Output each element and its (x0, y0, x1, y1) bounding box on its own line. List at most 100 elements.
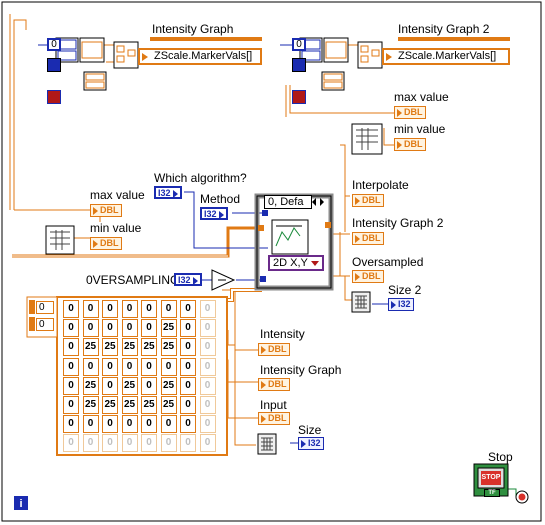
oversampling-control[interactable]: I32 (174, 273, 202, 286)
array-size-node[interactable] (257, 433, 277, 455)
array-cell[interactable]: 0 (63, 319, 79, 338)
array-cell[interactable]: 0 (199, 376, 216, 395)
array-cell[interactable]: 0 (199, 338, 216, 357)
case-selector-arrows[interactable] (312, 198, 324, 206)
array-cell[interactable]: 0 (199, 434, 216, 453)
array-cell[interactable]: 0 (160, 434, 177, 453)
array-cell[interactable]: 0 (102, 376, 118, 395)
right-bundle-node[interactable] (299, 37, 349, 63)
array-index-top[interactable]: 0 (36, 301, 54, 314)
array-cell[interactable]: 0 (180, 415, 196, 434)
array-cell[interactable]: 0 (82, 415, 99, 434)
intensity-graph-indicator[interactable]: DBL (258, 378, 290, 391)
array-cell[interactable]: 0 (102, 300, 118, 318)
array-subset-node-left[interactable] (45, 225, 75, 255)
array-cell[interactable]: 0 (121, 357, 138, 376)
left-color-constant-blue[interactable] (47, 58, 61, 72)
array-cell[interactable]: 0 (141, 434, 157, 453)
right-min-value-indicator[interactable]: DBL (394, 138, 426, 151)
array-cell[interactable]: 0 (102, 434, 118, 453)
array-cell[interactable]: 0 (63, 415, 79, 434)
array-cell[interactable]: 0 (141, 376, 157, 395)
input-indicator[interactable]: DBL (258, 412, 290, 425)
array-cell[interactable]: 0 (199, 396, 216, 414)
array-cell[interactable]: 0 (82, 357, 99, 376)
left-max-value-indicator[interactable]: DBL (90, 204, 122, 217)
array-cell[interactable]: 25 (160, 376, 177, 395)
intensity-indicator[interactable]: DBL (258, 343, 290, 356)
left-property-node[interactable]: ZScale.MarkerVals[] (138, 48, 262, 65)
array-cell[interactable]: 0 (180, 300, 196, 318)
right-zero-constant[interactable]: 0 (292, 38, 306, 51)
array-cell[interactable]: 0 (141, 300, 157, 318)
array-cell[interactable]: 0 (121, 434, 138, 453)
stop-tf-terminal[interactable]: TF (484, 489, 500, 497)
left-color-constant-red[interactable] (47, 90, 61, 104)
intensity-graph-terminal-icon[interactable] (150, 37, 262, 41)
array-cell[interactable]: 0 (160, 300, 177, 318)
array-cell[interactable]: 0 (180, 319, 196, 338)
intensity-graph-2-terminal-icon[interactable] (398, 37, 510, 41)
array-cell[interactable]: 0 (102, 357, 118, 376)
array-cell[interactable]: 0 (180, 396, 196, 414)
right-build-array-node[interactable] (357, 41, 383, 69)
size-indicator[interactable]: I32 (298, 437, 324, 450)
array-cell[interactable]: 0 (121, 319, 138, 338)
array-cell[interactable]: 0 (63, 396, 79, 414)
array-cell[interactable]: 25 (141, 338, 157, 357)
array-cell[interactable]: 0 (63, 357, 79, 376)
array-cell[interactable]: 0 (121, 415, 138, 434)
array-subset-node-right[interactable] (351, 123, 383, 155)
array-cell[interactable]: 25 (82, 376, 99, 395)
array-cell[interactable]: 0 (63, 434, 79, 453)
array-index-bottom[interactable]: 0 (36, 318, 54, 331)
left-zero-constant[interactable]: 0 (47, 38, 61, 51)
array-cell[interactable]: 0 (180, 434, 196, 453)
array-cell[interactable]: 0 (199, 319, 216, 338)
array-cell[interactable]: 25 (82, 396, 99, 414)
right-max-value-indicator[interactable]: DBL (394, 106, 426, 119)
array-cell[interactable]: 0 (180, 376, 196, 395)
method-control[interactable]: I32 (200, 207, 228, 220)
subtract-node[interactable] (211, 269, 236, 291)
array-cell[interactable]: 25 (121, 396, 138, 414)
array-cell[interactable]: 0 (141, 319, 157, 338)
array-cell[interactable]: 0 (160, 415, 177, 434)
array-cell[interactable]: 25 (82, 338, 99, 357)
array-cell[interactable]: 25 (160, 338, 177, 357)
right-color-constant-blue[interactable] (292, 58, 306, 72)
array-cell[interactable]: 0 (199, 300, 216, 318)
array-cell[interactable]: 0 (141, 415, 157, 434)
left-bundle-node-2[interactable] (83, 71, 107, 91)
array-size-node-2[interactable] (351, 291, 371, 313)
array-cell[interactable]: 0 (180, 357, 196, 376)
array-cell[interactable]: 25 (102, 396, 118, 414)
left-bundle-node[interactable] (55, 37, 105, 63)
stop-button[interactable]: STOP (481, 471, 501, 485)
array-cell[interactable]: 25 (160, 396, 177, 414)
left-build-array-node[interactable] (113, 41, 139, 69)
array-cell[interactable]: 0 (63, 300, 79, 318)
which-algorithm-control[interactable]: I32 (154, 186, 182, 199)
array-cell[interactable]: 0 (82, 300, 99, 318)
array-cell[interactable]: 0 (102, 319, 118, 338)
array-cell[interactable]: 0 (82, 434, 99, 453)
array-cell[interactable]: 0 (160, 357, 177, 376)
array-cell[interactable]: 0 (82, 319, 99, 338)
interpolation-subvi[interactable] (271, 219, 309, 255)
array-cell[interactable]: 0 (199, 357, 216, 376)
array-cell[interactable]: 25 (121, 338, 138, 357)
array-cell[interactable]: 25 (160, 319, 177, 338)
array-cell[interactable]: 0 (141, 357, 157, 376)
array-cell[interactable]: 25 (102, 338, 118, 357)
method-dropdown[interactable]: 2D X,Y (268, 255, 324, 271)
oversampled-indicator[interactable]: DBL (352, 270, 384, 283)
stop-button-frame[interactable] (473, 463, 509, 497)
array-cell[interactable]: 0 (199, 415, 216, 434)
intensity-graph-2-indicator[interactable]: DBL (352, 232, 384, 245)
interpolate-indicator[interactable]: DBL (352, 194, 384, 207)
right-property-node[interactable]: ZScale.MarkerVals[] (382, 48, 510, 65)
array-cell[interactable]: 0 (102, 415, 118, 434)
array-cell[interactable]: 25 (121, 376, 138, 395)
info-icon[interactable] (14, 496, 28, 510)
